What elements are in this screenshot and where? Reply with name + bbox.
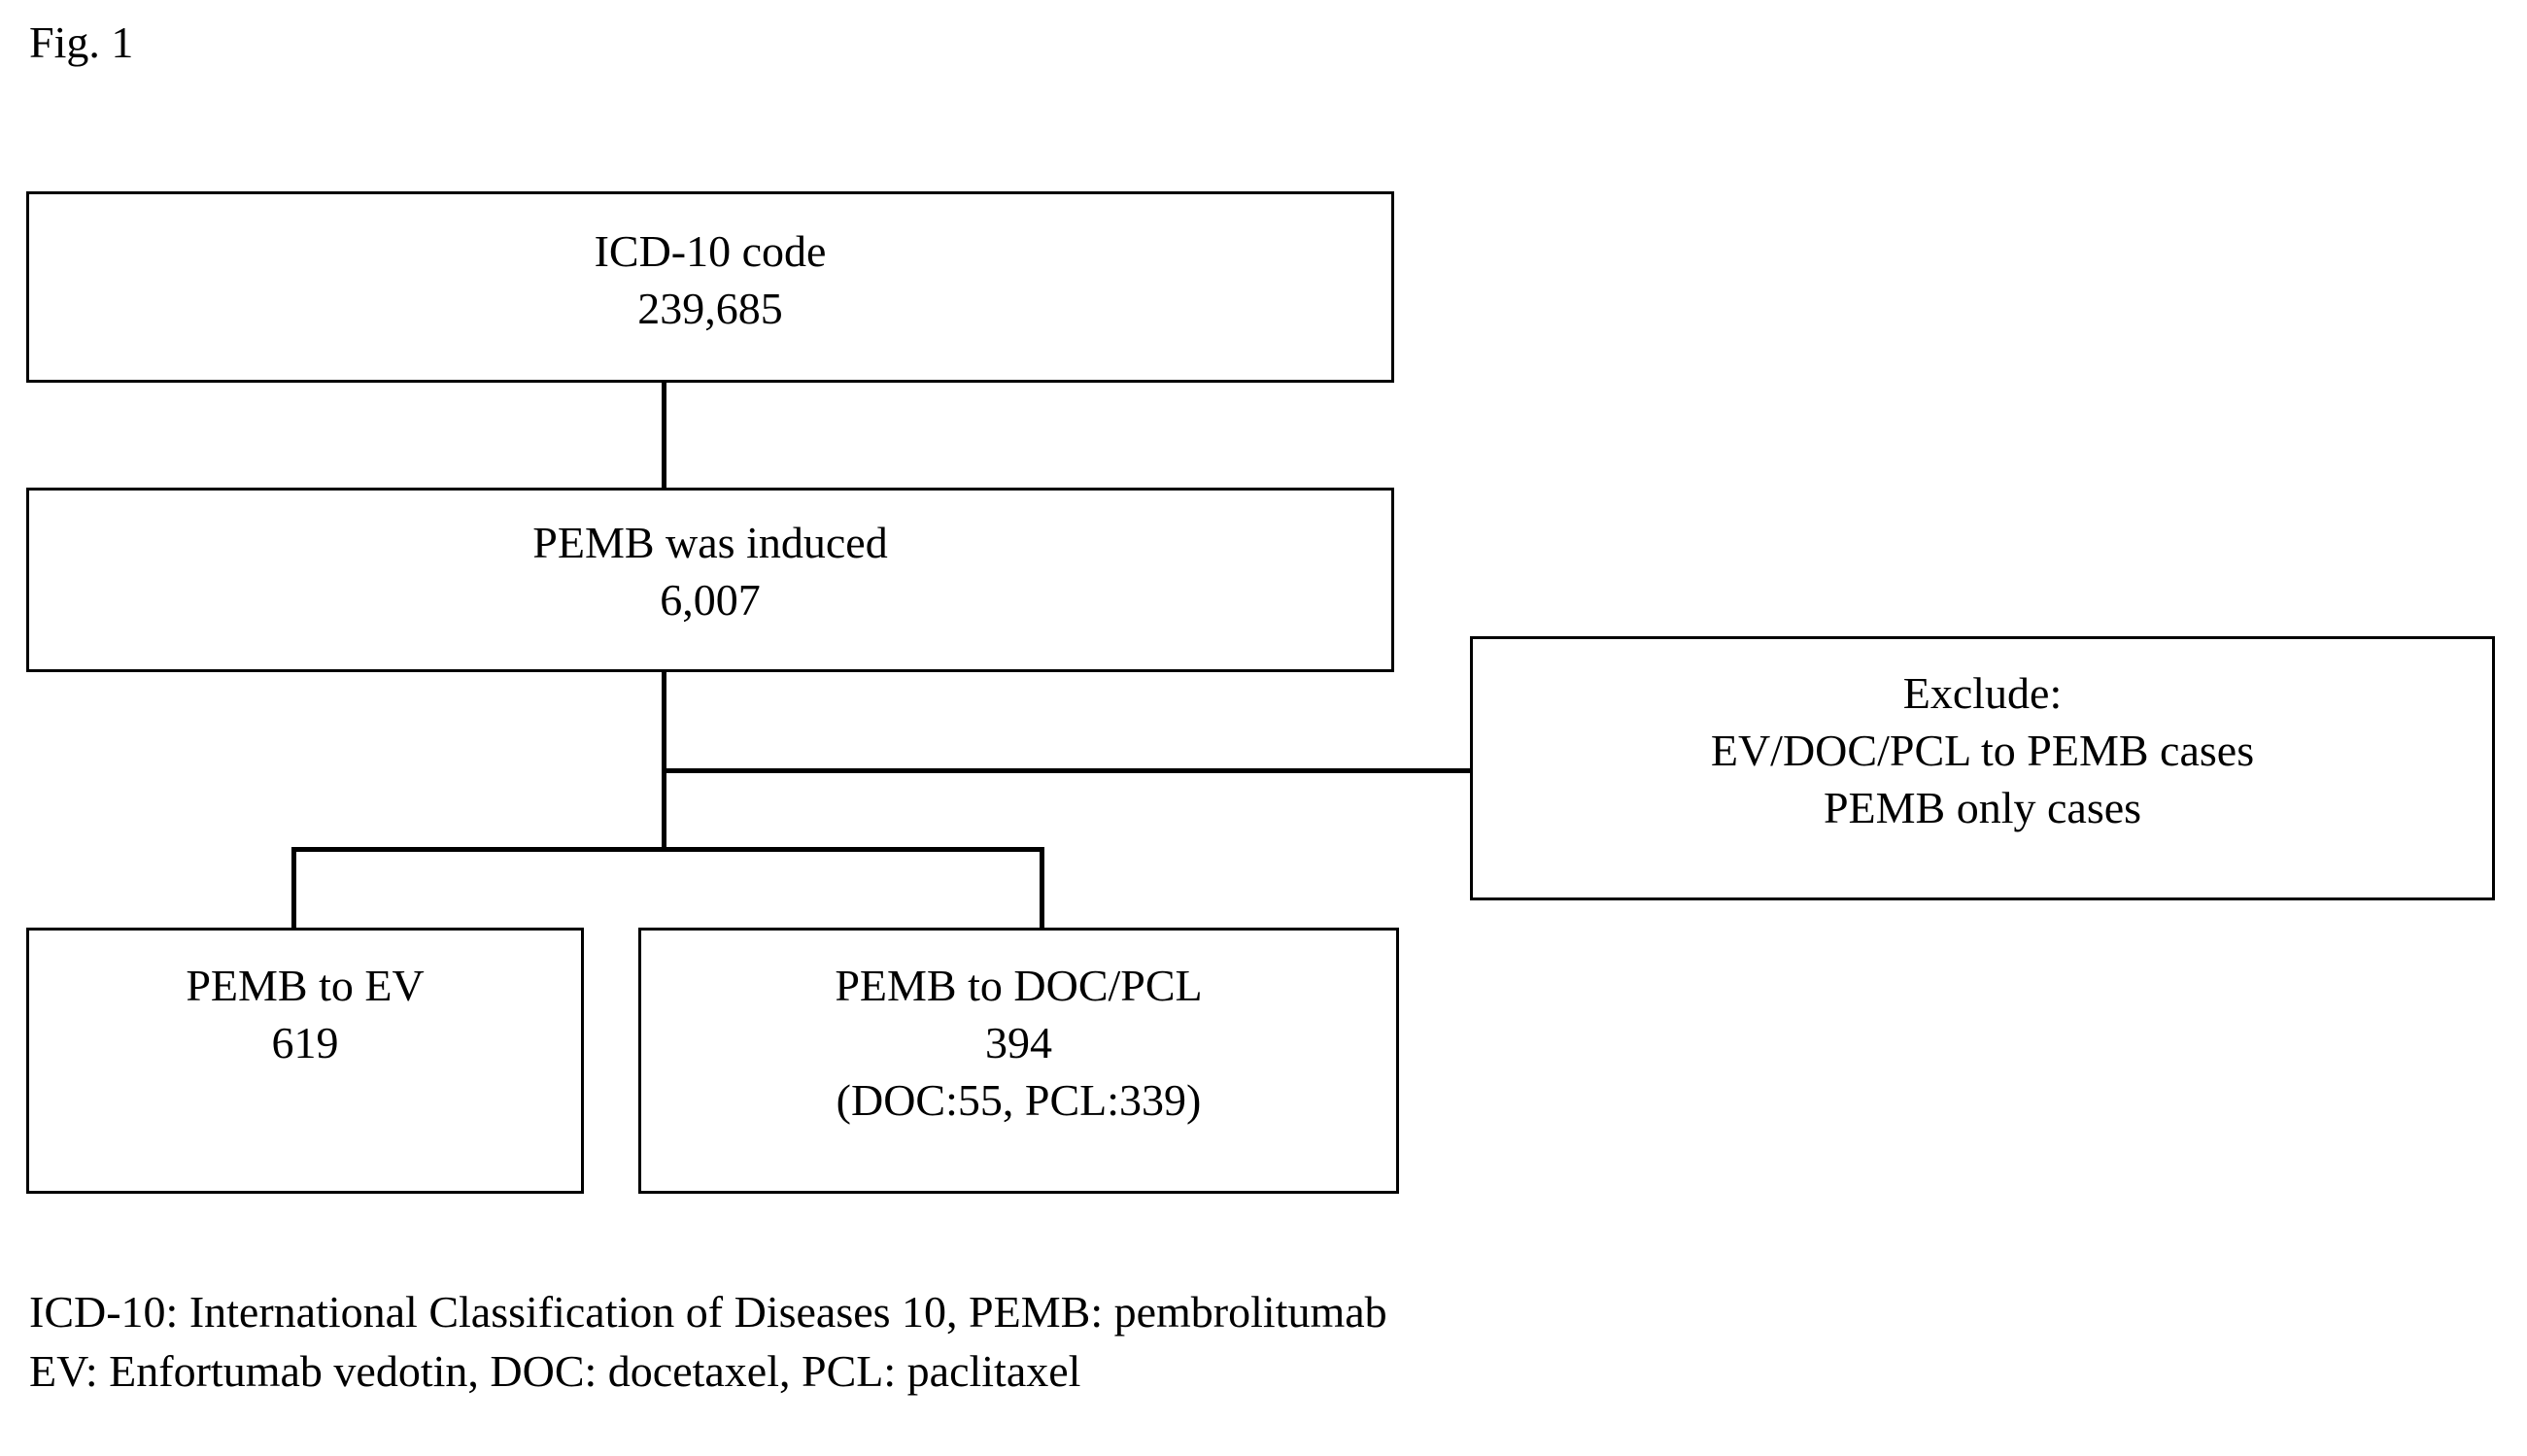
connector-to-exclude-box [664,768,1473,773]
node-pemb-induced-line-1: PEMB was induced [532,518,888,567]
node-exclude-line-3: PEMB only cases [1823,782,2142,832]
connector-drop-to-pemb-to-docpcl [1040,847,1044,931]
node-exclude-line-2: EV/DOC/PCL to PEMB cases [1710,725,2255,775]
node-pemb-induced-text: PEMB was induced 6,007 [29,515,1391,629]
node-pemb-to-docpcl: PEMB to DOC/PCL 394 (DOC:55, PCL:339) [638,928,1399,1194]
node-exclude: Exclude: EV/DOC/PCL to PEMB cases PEMB o… [1470,636,2495,900]
node-pemb-to-ev-line-2: 619 [271,1017,339,1067]
connector-drop-to-pemb-to-ev [291,847,296,931]
connector-split-bar [291,847,1044,852]
connector-pemb-trunk [662,670,666,851]
figure-label: Fig. 1 [29,17,134,67]
connector-icd10-to-pemb [662,381,666,490]
node-pemb-to-ev-text: PEMB to EV 619 [29,958,581,1072]
node-pemb-to-ev: PEMB to EV 619 [26,928,584,1194]
node-icd10-code: ICD-10 code 239,685 [26,191,1394,383]
node-icd10-code-line-2: 239,685 [637,283,783,333]
footnote-line-1: ICD-10: International Classification of … [29,1287,1387,1337]
node-exclude-line-1: Exclude: [1902,668,2063,718]
node-pemb-to-docpcl-text: PEMB to DOC/PCL 394 (DOC:55, PCL:339) [641,958,1396,1130]
node-pemb-to-docpcl-line-2: 394 [985,1017,1052,1067]
node-pemb-to-docpcl-line-1: PEMB to DOC/PCL [835,961,1203,1010]
node-pemb-induced-line-2: 6,007 [660,574,761,625]
footnote-line-2: EV: Enfortumab vedotin, DOC: docetaxel, … [29,1346,1081,1397]
figure-footnotes: ICD-10: International Classification of … [29,1282,2458,1401]
node-icd10-code-line-1: ICD-10 code [594,226,827,276]
node-pemb-induced: PEMB was induced 6,007 [26,488,1394,672]
node-pemb-to-ev-line-1: PEMB to EV [186,961,425,1010]
node-icd10-code-text: ICD-10 code 239,685 [29,223,1391,338]
node-pemb-to-docpcl-line-3: (DOC:55, PCL:339) [836,1074,1202,1125]
node-exclude-text: Exclude: EV/DOC/PCL to PEMB cases PEMB o… [1473,665,2492,837]
